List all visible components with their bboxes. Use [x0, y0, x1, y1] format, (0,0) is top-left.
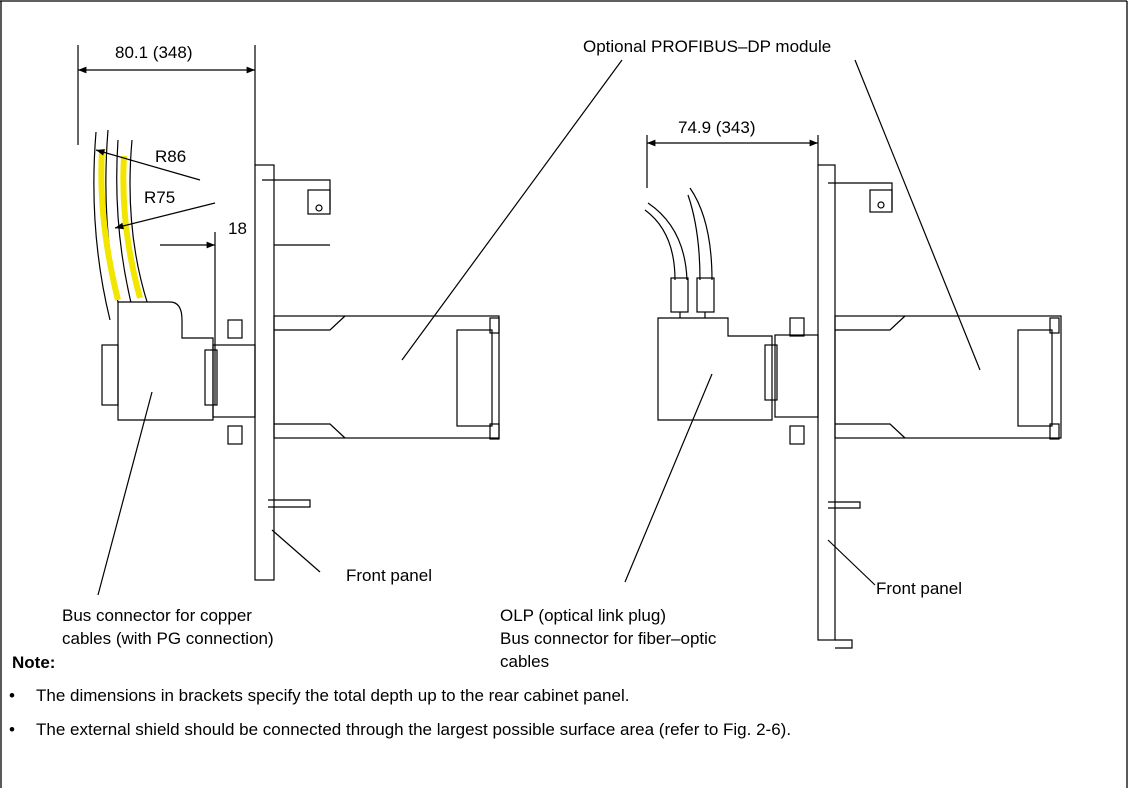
r75-leader: [114, 202, 216, 230]
left-module-body: [273, 315, 500, 440]
left-front-panel-leader: [271, 529, 321, 573]
left-width-label: 80.1 (348): [115, 43, 193, 62]
right-assembly: [624, 59, 1062, 649]
right-module-body: [834, 315, 1062, 440]
right-front-panel-label: Front panel: [876, 579, 962, 598]
r86-leader: [95, 149, 201, 181]
note-item: • The external shield should be connecte…: [9, 719, 792, 740]
olp-label-line3: cables: [500, 652, 550, 671]
connector-leader: [97, 391, 153, 596]
bullet-icon: •: [9, 720, 15, 739]
note-item-text: The dimensions in brackets specify the t…: [36, 686, 630, 705]
right-width-label: 74.9 (343): [678, 118, 756, 137]
right-front-panel: [817, 164, 836, 641]
note-item: • The dimensions in brackets specify the…: [9, 685, 630, 706]
left-front-panel: [254, 164, 275, 581]
connector-label-line2: cables (with PG connection): [62, 629, 274, 648]
olp-label-line1: OLP (optical link plug): [500, 606, 666, 625]
right-front-panel-leader: [827, 539, 876, 586]
copper-cables: [93, 129, 149, 321]
note-heading: Note:: [12, 653, 56, 672]
left-assembly: [77, 45, 623, 596]
olp-connector: [657, 317, 773, 421]
copper-bus-connector: [117, 301, 214, 421]
olp-label-line2: Bus connector for fiber–optic: [500, 629, 717, 648]
left-front-panel-label: Front panel: [346, 566, 432, 585]
bullet-icon: •: [9, 686, 15, 705]
module-leader-right: [854, 59, 981, 371]
note-item-text: The external shield should be connected …: [36, 720, 792, 739]
r86-label: R86: [155, 147, 187, 166]
dimension-18-label: 18: [228, 219, 247, 238]
connector-label-line1: Bus connector for copper: [62, 606, 252, 625]
olp-leader: [624, 373, 713, 583]
fiber-cables: [644, 187, 715, 318]
module-label: Optional PROFIBUS–DP module: [583, 37, 832, 56]
r75-label: R75: [144, 188, 176, 207]
module-leader-left: [401, 59, 623, 361]
